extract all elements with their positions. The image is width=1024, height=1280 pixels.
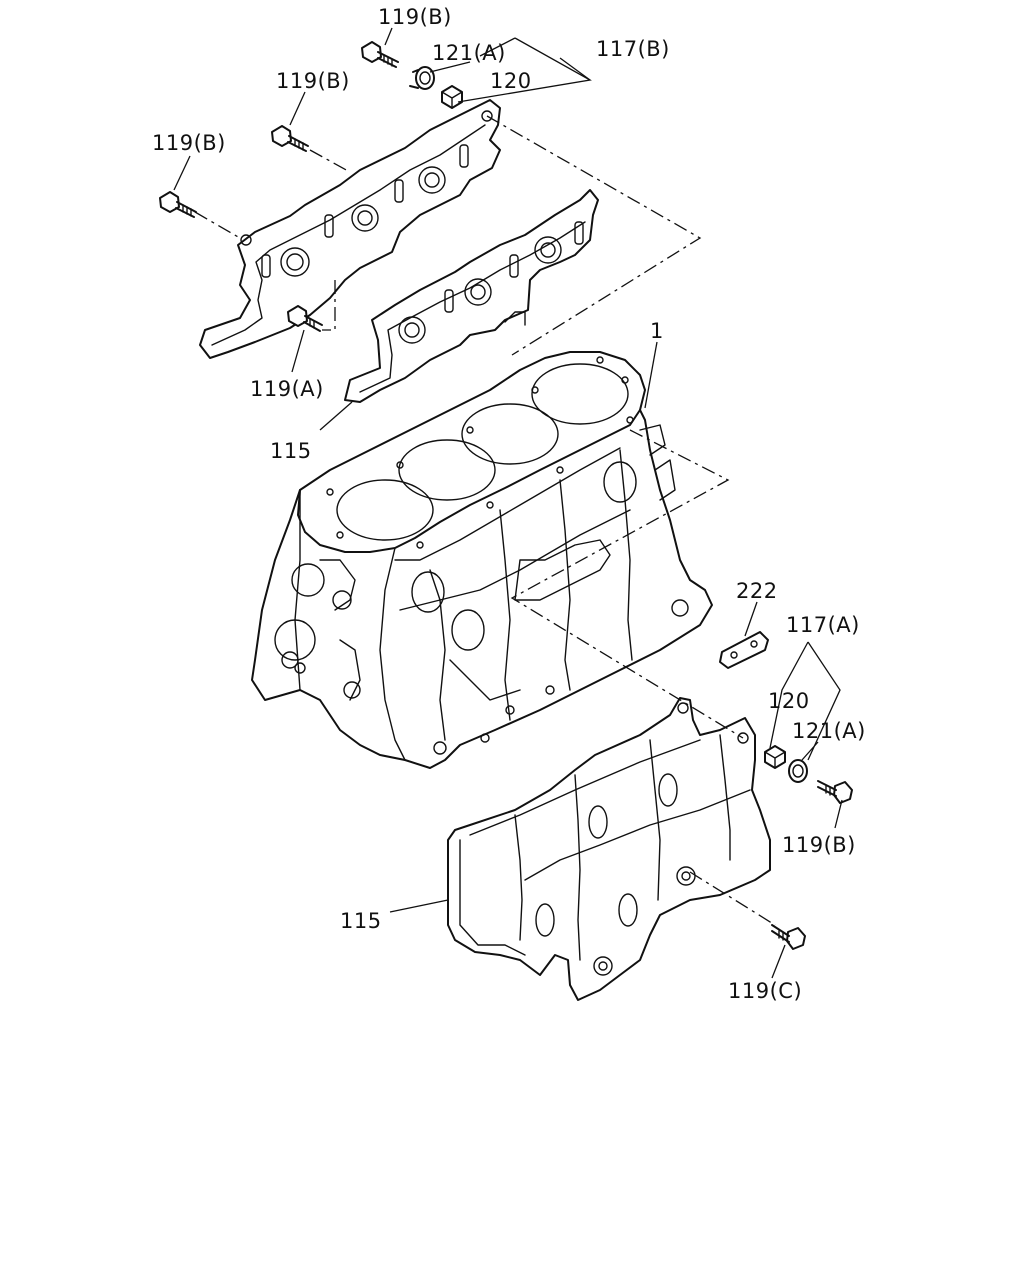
label-119c: 119(C) [728,979,802,1003]
bracket-222 [719,631,769,669]
label-115-bottom: 115 [340,909,382,933]
cylinder-block-1 [251,351,713,769]
pin-120-bottom [764,745,786,769]
lower-gasket-115 [447,697,771,1001]
label-115-top: 115 [270,439,312,463]
label-121a-bottom: 121(A) [792,719,866,743]
pin-120-top [441,85,463,109]
label-120-top: 120 [490,69,532,93]
label-120-bottom: 120 [768,689,810,713]
bolt-119b-left [159,191,197,218]
alignment-lines [194,115,776,926]
bolt-119c [771,924,806,950]
label-119a: 119(A) [250,377,324,401]
bolt-119b-top [361,41,399,68]
plug-121a-bottom [788,759,808,783]
bolt-119b-bottom [817,780,853,804]
label-117a: 117(A) [786,613,860,637]
label-119b-top: 119(B) [378,5,452,29]
label-1: 1 [650,319,664,343]
upper-gasket-115 [199,99,599,403]
bolt-119b-mid [271,125,309,152]
deck-bolt-holes [326,356,634,549]
label-119b-mid: 119(B) [276,69,350,93]
bolt-119a [287,305,323,332]
label-121a-top: 121(A) [432,41,506,65]
label-119b-bottom: 119(B) [782,833,856,857]
label-222: 222 [736,579,778,603]
label-119b-left: 119(B) [152,131,226,155]
part-labels: 119(B) 121(A) 117(B) 120 119(B) 119(B) 1… [152,5,866,1003]
leader-lines [173,27,843,979]
plug-121a-top [409,66,435,90]
label-117b: 117(B) [596,37,670,61]
